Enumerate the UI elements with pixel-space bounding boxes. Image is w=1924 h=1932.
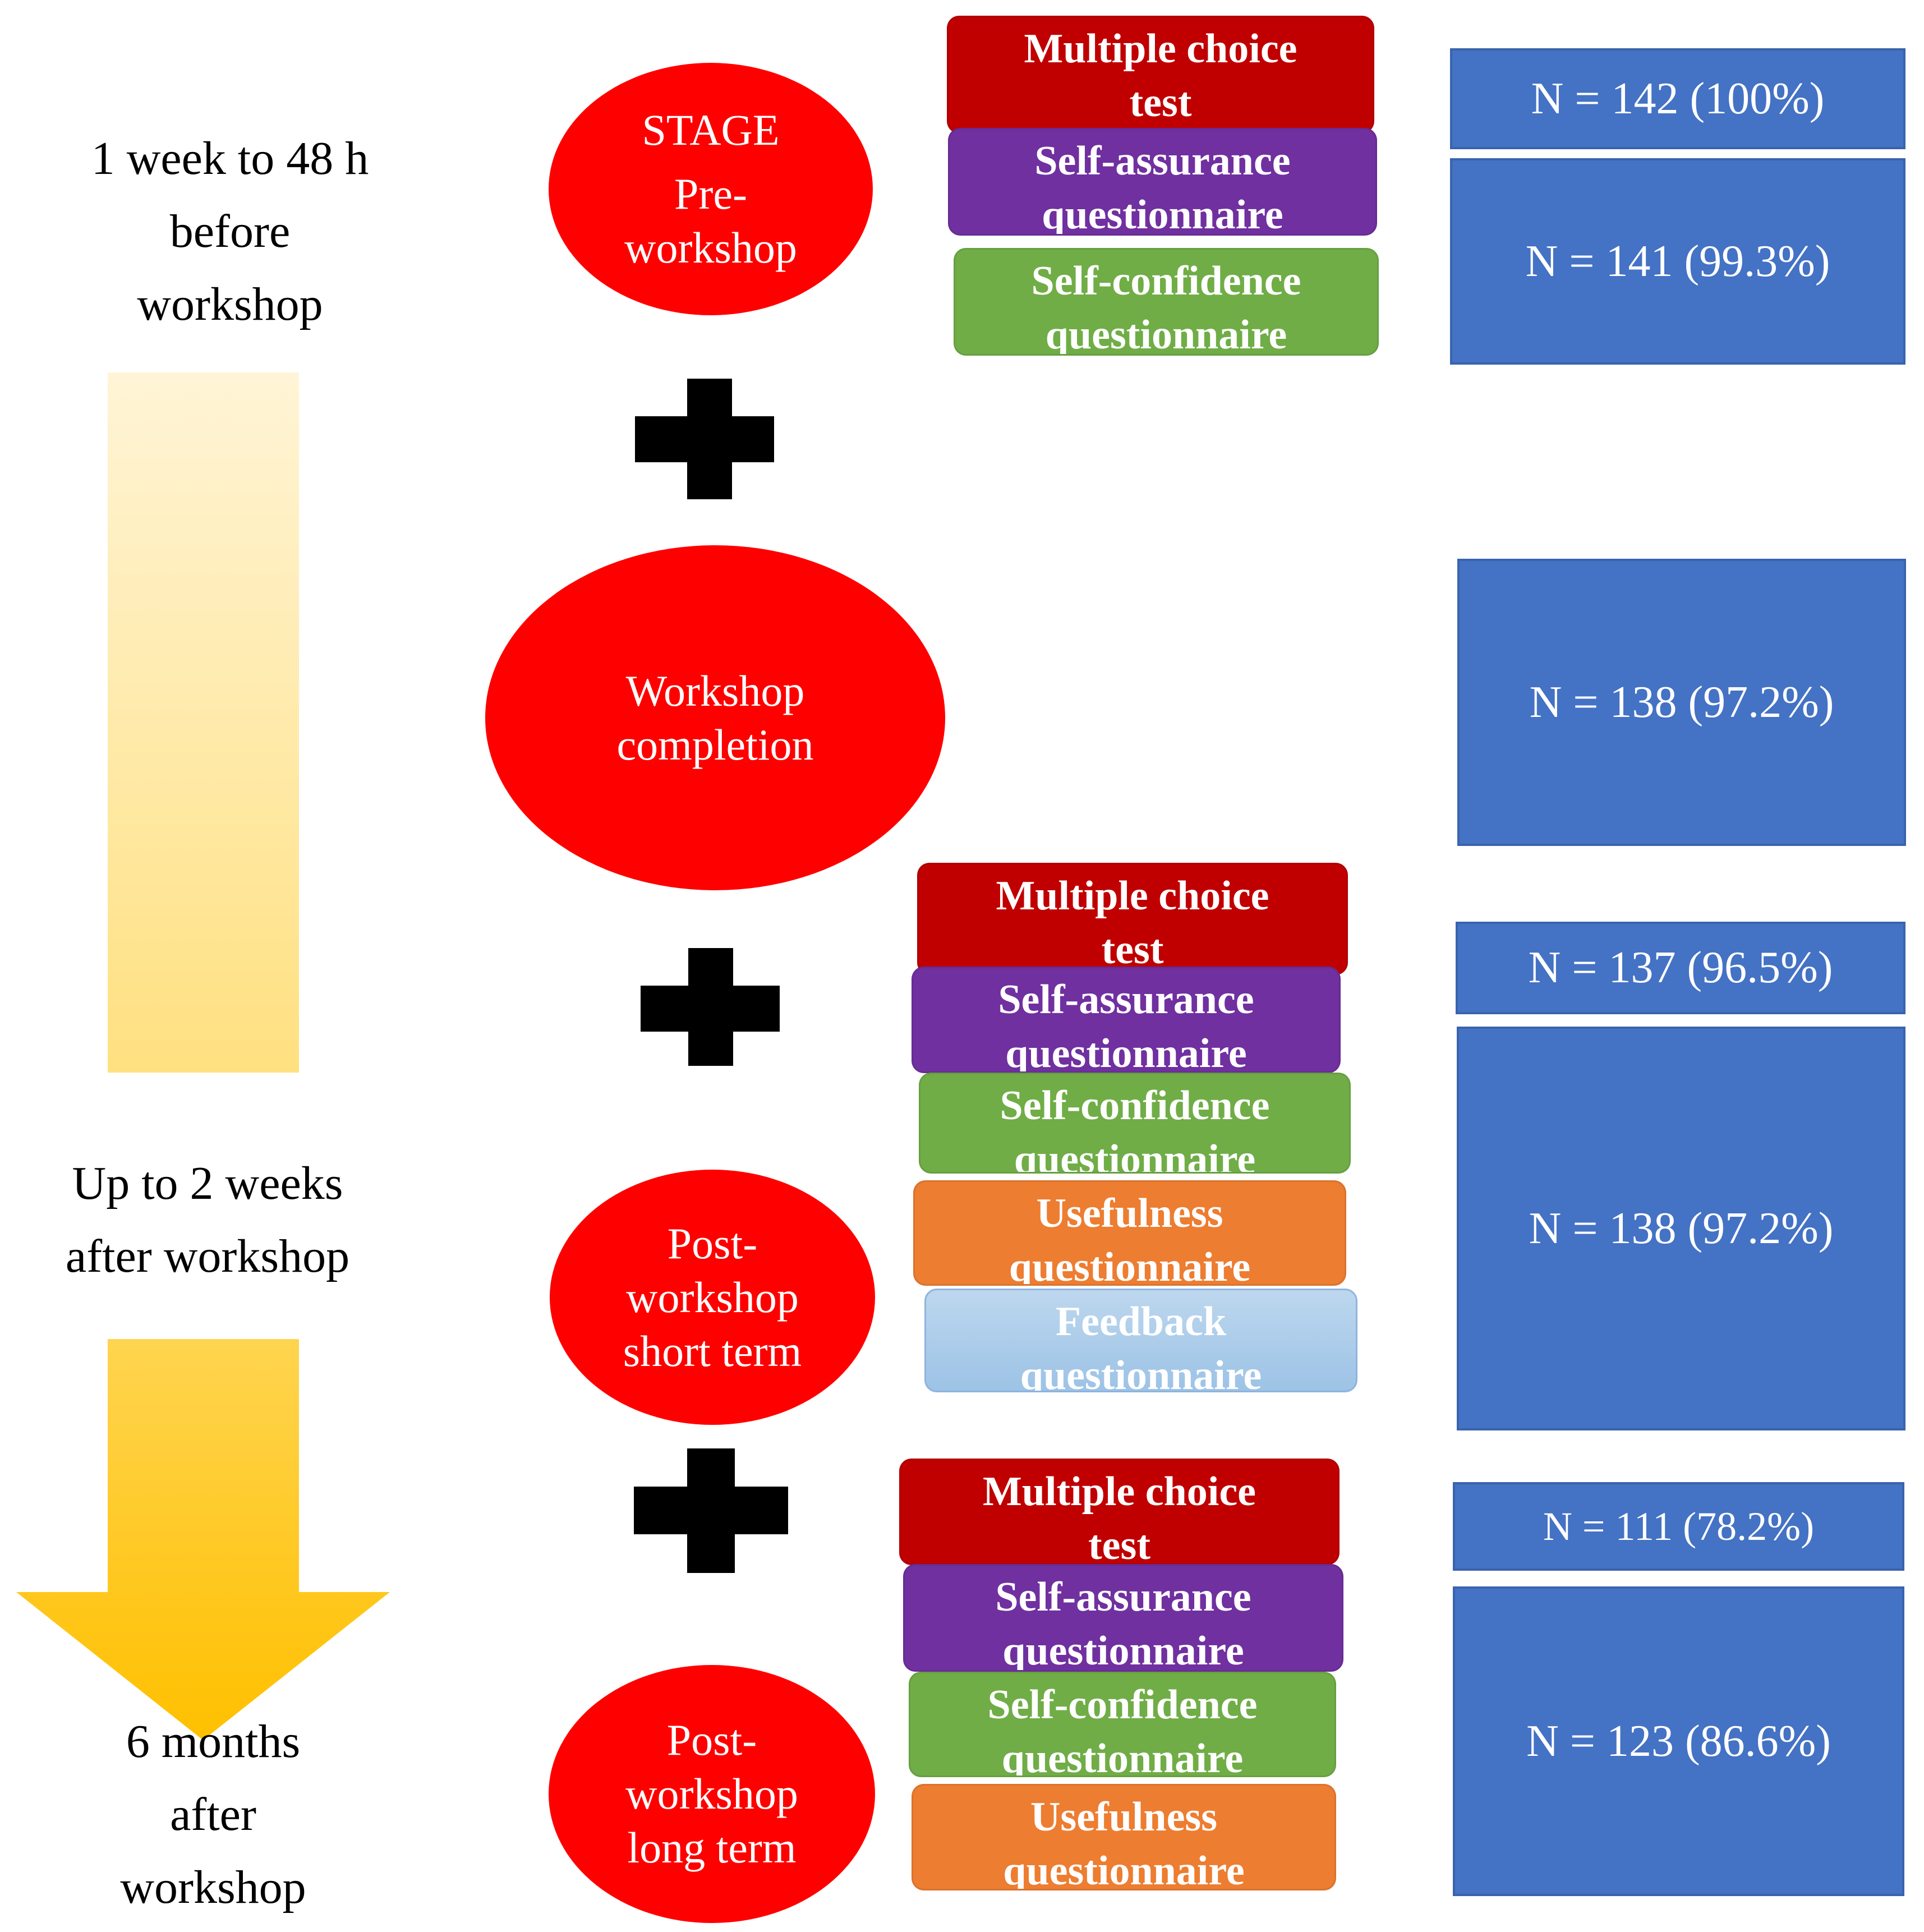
stage-header: STAGE [642, 105, 780, 154]
timeline-gap [84, 1073, 325, 1339]
instrument-self-assurance-questionnaire: Self-assurance questionnaire [912, 967, 1341, 1073]
time-label-pre: 1 week to 48 h before workshop [91, 132, 369, 330]
count-post-short-questionnaires: N = 138 (97.2%) [1457, 1027, 1905, 1430]
count-post-short-multiple-choice: N = 137 (96.5%) [1456, 922, 1905, 1014]
plus-icon [635, 379, 774, 499]
instrument-self-confidence-questionnaire: Self-confidence questionnaire [919, 1073, 1351, 1174]
stage-workshop-completion: Workshop completion [485, 545, 945, 890]
instrument-multiple-choice-test: Multiple choice test [899, 1459, 1340, 1565]
time-label-short-term: Up to 2 weeks after workshop [65, 1157, 350, 1282]
count-pre-questionnaires: N = 141 (99.3%) [1450, 158, 1905, 365]
instrument-self-confidence-questionnaire: Self-confidence questionnaire [954, 248, 1379, 356]
instrument-self-confidence-questionnaire: Self-confidence questionnaire [909, 1672, 1336, 1777]
stage-post-workshop-short-term: Post- workshop short term [550, 1170, 875, 1425]
stage-post-workshop-long-term: Post- workshop long term [549, 1665, 875, 1923]
count-post-long-questionnaires: N = 123 (86.6%) [1453, 1586, 1904, 1896]
stage-pre-workshop: STAGE Pre- workshop [549, 63, 873, 315]
time-label-long-term: 6 months after workshop [120, 1715, 306, 1913]
plus-icon [634, 1448, 788, 1573]
instrument-usefulness-questionnaire: Usefulness questionnaire [912, 1784, 1336, 1890]
instrument-feedback-questionnaire: Feedback questionnaire [924, 1289, 1357, 1392]
instrument-multiple-choice-test: Multiple choice test [917, 863, 1348, 975]
instrument-self-assurance-questionnaire: Self-assurance questionnaire [903, 1564, 1343, 1672]
instrument-self-assurance-questionnaire: Self-assurance questionnaire [948, 128, 1377, 236]
stage-label: Pre- workshop [624, 169, 797, 272]
count-post-long-multiple-choice: N = 111 (78.2%) [1453, 1482, 1904, 1571]
instrument-multiple-choice-test: Multiple choice test [947, 16, 1374, 134]
instrument-usefulness-questionnaire: Usefulness questionnaire [913, 1180, 1346, 1286]
count-pre-multiple-choice: N = 142 (100%) [1450, 48, 1905, 149]
count-workshop-completion: N = 138 (97.2%) [1457, 559, 1906, 846]
plus-icon [641, 948, 780, 1066]
